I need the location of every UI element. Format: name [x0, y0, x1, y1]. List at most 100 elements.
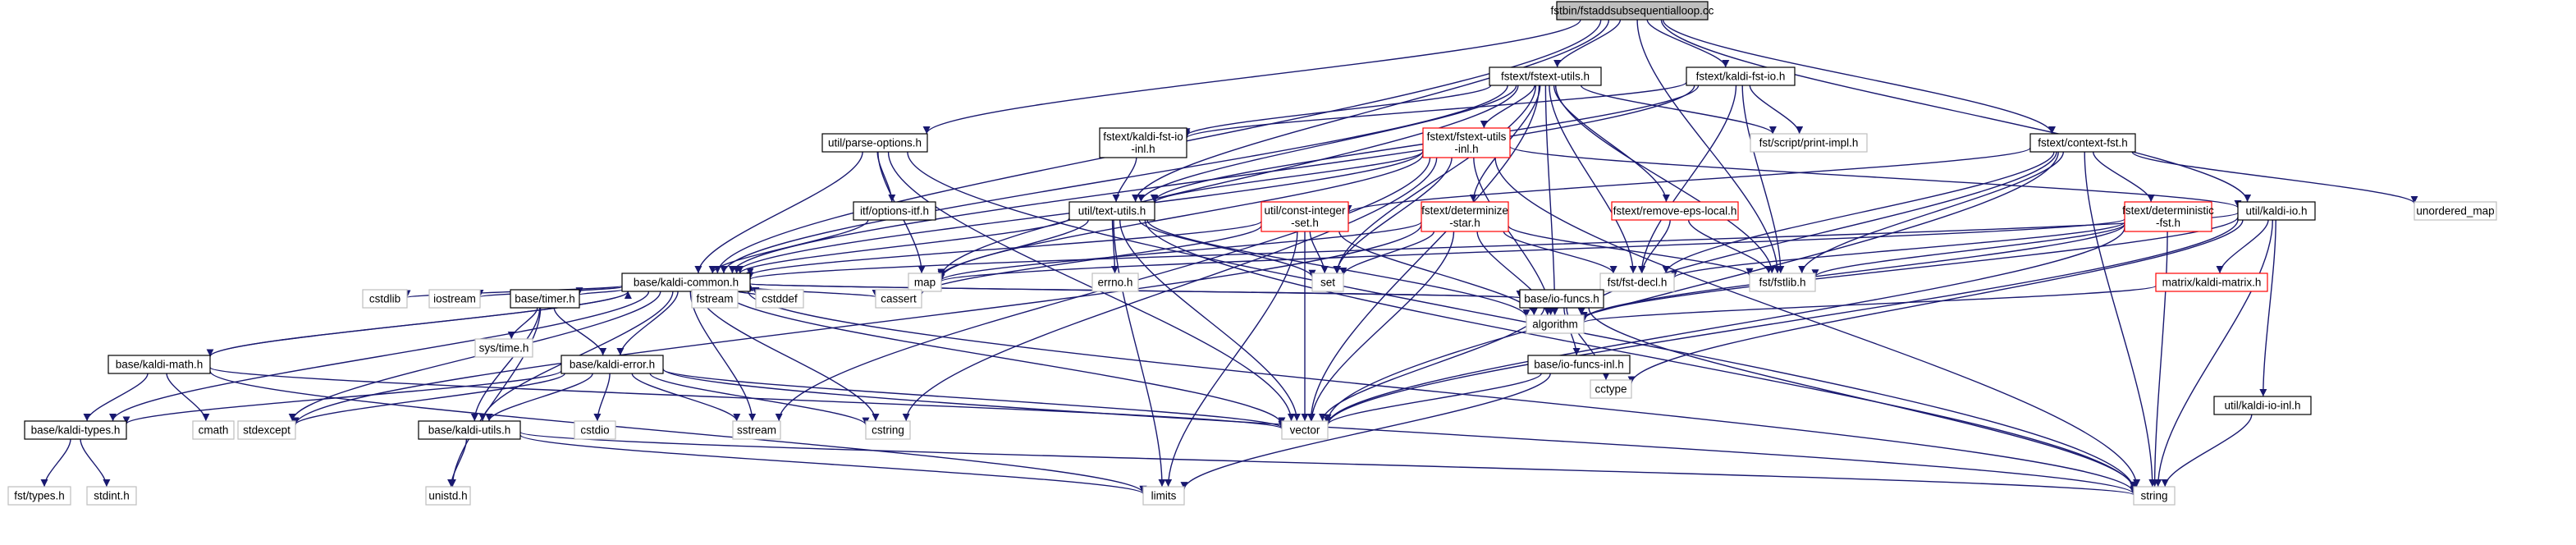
- include-edge-io-funcs-inl-to-limits: [1180, 373, 1551, 490]
- node-kaldi-io-inl[interactable]: util/kaldi-io-inl.h: [2213, 396, 2312, 415]
- node-box-stdint: [86, 486, 137, 506]
- include-edge-parse-options-to-vector: [887, 151, 1295, 422]
- node-label-fstlib: fst/fstlib.h: [1759, 277, 1805, 289]
- node-kaldi-common[interactable]: base/kaldi-common.h: [621, 272, 751, 292]
- node-text-utils[interactable]: util/text-utils.h: [1068, 201, 1155, 221]
- include-edge-kaldi-math-to-cmath: [166, 373, 210, 422]
- include-edge-const-integer-set-to-limits: [1164, 231, 1298, 488]
- include-edge-timer-to-kaldi-utils: [470, 307, 541, 422]
- include-edge-io-funcs-inl-to-vector: [1324, 373, 1542, 425]
- include-edge-kaldi-fst-io-to-fstlib: [1741, 85, 1785, 274]
- include-edge-kaldi-utils-to-string: [519, 431, 2137, 496]
- node-io-funcs[interactable]: base/io-funcs.h: [1519, 289, 1604, 309]
- node-box-cstddef: [755, 289, 804, 309]
- node-label-determinize-star: fstext/determinize: [1421, 204, 1508, 217]
- include-edge-text-utils-to-limits: [1113, 219, 1166, 488]
- node-label-const-integer-set: util/const-integer: [1264, 204, 1346, 217]
- include-edge-fstext-utils-inl-to-map: [937, 153, 1424, 278]
- node-fstext-utils-inl[interactable]: fstext/fstext-utils-inl.h: [1422, 127, 1511, 158]
- include-edge-fstext-utils-to-vector: [1307, 85, 1540, 422]
- node-label-cctype: cctype: [1595, 383, 1627, 396]
- include-edge-io-funcs-to-string: [1588, 307, 2138, 489]
- node-cassert: cassert: [875, 289, 922, 309]
- node-remove-eps-local[interactable]: fstext/remove-eps-local.h: [1611, 201, 1739, 221]
- include-edge-context-fst-to-string: [2084, 151, 2157, 488]
- include-edge-deterministic-fst-to-fst-decl: [1670, 221, 2125, 279]
- node-box-cmath: [192, 420, 235, 440]
- node-kaldi-utils[interactable]: base/kaldi-utils.h: [418, 420, 521, 440]
- include-edge-kaldi-io-to-kaldi-io-inl: [2259, 219, 2276, 397]
- node-fstext-utils[interactable]: fstext/fstext-utils.h: [1489, 66, 1602, 86]
- node-box-options-itf: [853, 201, 936, 221]
- include-edge-kaldi-error-to-cstdio: [593, 373, 611, 422]
- node-label-kaldi-io-inl: util/kaldi-io-inl.h: [2224, 400, 2300, 412]
- node-box-fst-types: [7, 486, 71, 506]
- include-edge-root-to-text-utils: [1132, 19, 1610, 203]
- include-edge-fstext-utils-inl-to-kaldi-io: [1509, 145, 2242, 208]
- node-parse-options[interactable]: util/parse-options.h: [821, 133, 928, 153]
- node-box-set: [1311, 272, 1344, 292]
- include-edge-kaldi-types-to-stdint: [80, 438, 111, 488]
- include-edge-kaldi-io-to-cctype: [1627, 219, 2244, 384]
- node-label-algorithm: algorithm: [1532, 318, 1578, 331]
- node-label-cstdlib: cstdlib: [369, 293, 400, 305]
- node-label-io-funcs-inl: base/io-funcs-inl.h: [1534, 359, 1624, 371]
- node-box-cassert: [875, 289, 922, 309]
- node-timer[interactable]: base/timer.h: [510, 289, 580, 309]
- include-edge-root-to-parse-options: [922, 19, 1581, 135]
- include-edge-kaldi-error-to-kaldi-types: [122, 369, 562, 425]
- include-edge-kaldi-error-to-vector: [662, 369, 1286, 428]
- node-unordered-map: unordered_map: [2414, 201, 2497, 221]
- node-kaldi-fst-io[interactable]: fstext/kaldi-fst-io.h: [1686, 66, 1796, 86]
- node-string: string: [2133, 486, 2176, 506]
- node-kaldi-io[interactable]: util/kaldi-io.h: [2237, 201, 2316, 221]
- node-box-algorithm: [1526, 314, 1585, 334]
- node-kaldi-fst-io-inl[interactable]: fstext/kaldi-fst-io-inl.h: [1099, 127, 1187, 158]
- node-io-funcs-inl[interactable]: base/io-funcs-inl.h: [1527, 355, 1631, 374]
- include-edge-parse-options-to-string: [907, 151, 2138, 491]
- include-edge-text-utils-to-string: [1144, 219, 2138, 491]
- node-label-vector: vector: [1290, 424, 1320, 437]
- node-box-cstdio: [574, 420, 616, 440]
- node-determinize-star[interactable]: fstext/determinize-star.h: [1421, 201, 1509, 232]
- include-edge-deterministic-fst-to-fstlib: [1811, 223, 2125, 277]
- node-kaldi-math[interactable]: base/kaldi-math.h: [108, 355, 211, 374]
- node-label-stdexcept: stdexcept: [243, 424, 291, 437]
- node-deterministic-fst[interactable]: fstext/deterministic-fst.h: [2122, 201, 2214, 232]
- include-edge-kaldi-error-to-stdexcept: [291, 373, 565, 425]
- node-label-deterministic-fst: fstext/deterministic: [2122, 204, 2214, 217]
- include-edge-kaldi-error-to-kaldi-utils: [485, 373, 593, 422]
- include-edge-context-fst-to-algorithm: [1577, 151, 2057, 316]
- include-edge-root-to-fstext-utils: [1553, 19, 1622, 68]
- node-const-integer-set[interactable]: util/const-integer-set.h: [1261, 201, 1349, 232]
- node-label-cassert: cassert: [881, 293, 917, 305]
- include-edge-timer-to-unistd: [448, 307, 542, 488]
- node-box-kaldi-common: [621, 272, 751, 292]
- node-label-print-impl: fst/script/print-impl.h: [1759, 137, 1859, 149]
- edges-layer: [40, 19, 2418, 496]
- node-box-unordered-map: [2414, 201, 2497, 221]
- node-box-const-integer-set: [1261, 201, 1349, 232]
- node-kaldi-matrix[interactable]: matrix/kaldi-matrix.h: [2155, 272, 2268, 292]
- node-options-itf[interactable]: itf/options-itf.h: [853, 201, 936, 221]
- node-limits: limits: [1142, 486, 1185, 506]
- node-box-cstring: [865, 420, 911, 440]
- include-edge-deterministic-fst-to-vector: [1324, 227, 2125, 425]
- node-box-root: [1556, 1, 1709, 21]
- node-context-fst[interactable]: fstext/context-fst.h: [2029, 133, 2136, 153]
- node-box-iostream: [428, 289, 481, 309]
- node-label-kaldi-io: util/kaldi-io.h: [2245, 205, 2307, 218]
- node-fst-decl: fst/fst-decl.h: [1599, 272, 1675, 292]
- node-kaldi-types[interactable]: base/kaldi-types.h: [24, 420, 127, 440]
- node-kaldi-error[interactable]: base/kaldi-error.h: [560, 355, 664, 374]
- node-label-unordered-map: unordered_map: [2416, 205, 2494, 218]
- node-root[interactable]: fstbin/fstaddsubsequentialloop.cc: [1551, 1, 1714, 21]
- node-label-root: fstbin/fstaddsubsequentialloop.cc: [1551, 5, 1714, 17]
- node-box-cstdlib: [362, 289, 408, 309]
- include-edge-kaldi-math-to-kaldi-common: [209, 291, 632, 357]
- node-print-impl: fst/script/print-impl.h: [1750, 133, 1868, 153]
- node-box-stdexcept: [237, 420, 296, 440]
- node-label-kaldi-utils: base/kaldi-utils.h: [428, 424, 511, 437]
- include-edge-text-utils-to-kaldi-common: [736, 218, 1070, 274]
